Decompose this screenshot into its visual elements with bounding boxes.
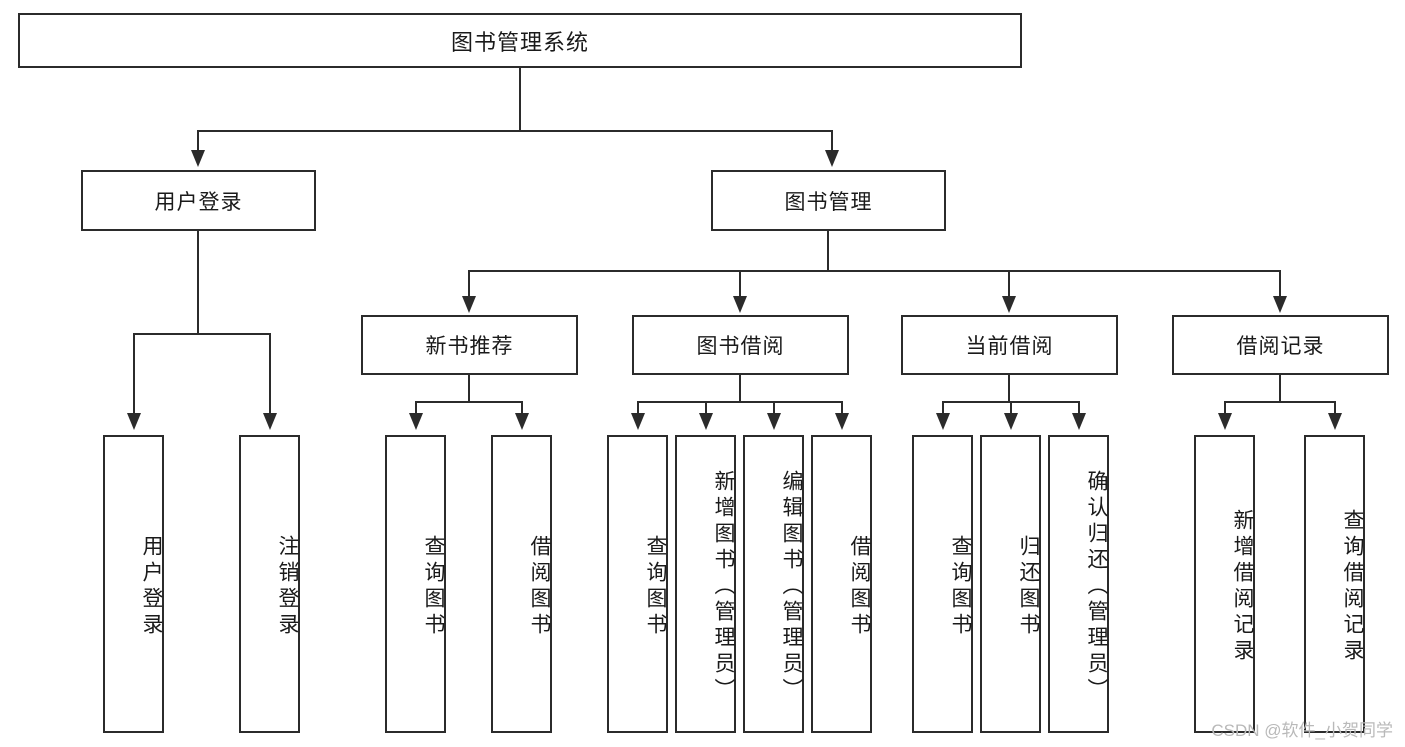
arrowhead-book-borrow-leaf-3 [767,413,781,430]
edge-user-login-drop-1 [133,333,135,415]
edge-borrow-record-stem [1279,375,1281,403]
arrowhead-new-book-leaf-1 [409,413,423,430]
edge-root-drop-right [831,130,833,152]
leaf-borrow-record-query[interactable]: 查询借阅记录 [1304,435,1365,733]
arrowhead-book-borrow-leaf-4 [835,413,849,430]
node-borrow-record[interactable]: 借阅记录 [1172,315,1389,375]
arrowhead-to-borrow-record [1273,296,1287,313]
arrowhead-new-book-leaf-2 [515,413,529,430]
leaf-book-borrow-edit[interactable]: 编辑图书（管理员） [743,435,804,733]
leaf-book-borrow-query[interactable]: 查询图书 [607,435,668,733]
edge-current-borrow-drop-1 [942,401,944,415]
leaf-current-borrow-query[interactable]: 查询图书 [912,435,973,733]
edge-book-borrow-stem [739,375,741,403]
edge-user-login-drop-2 [269,333,271,415]
leaf-user-login-logout[interactable]: 注销登录 [239,435,300,733]
leaf-book-borrow-add[interactable]: 新增图书（管理员） [675,435,736,733]
edge-user-login-stem [197,231,199,335]
edge-book-manage-drop-1 [468,270,470,298]
edge-book-borrow-drop-3 [773,401,775,415]
edge-new-book-bar [415,401,523,403]
leaf-new-book-borrow[interactable]: 借阅图书 [491,435,552,733]
edge-book-borrow-drop-2 [705,401,707,415]
arrowhead-to-book-borrow [733,296,747,313]
edge-root-drop-left [197,130,199,152]
arrowhead-current-borrow-leaf-3 [1072,413,1086,430]
edge-current-borrow-stem [1008,375,1010,403]
arrowhead-user-login-leaf-1 [127,413,141,430]
node-user-login[interactable]: 用户登录 [81,170,316,231]
edge-new-book-drop-2 [521,401,523,415]
leaf-user-login-login[interactable]: 用户登录 [103,435,164,733]
edge-user-login-bar [133,333,269,335]
edge-book-manage-drop-2 [739,270,741,298]
arrowhead-current-borrow-leaf-1 [936,413,950,430]
edge-root-bar [197,130,833,132]
edge-new-book-drop-1 [415,401,417,415]
arrowhead-to-new-book-recommend [462,296,476,313]
edge-borrow-record-bar [1224,401,1336,403]
edge-new-book-stem [468,375,470,403]
leaf-new-book-query[interactable]: 查询图书 [385,435,446,733]
arrowhead-borrow-record-leaf-1 [1218,413,1232,430]
node-current-borrow[interactable]: 当前借阅 [901,315,1118,375]
edge-current-borrow-drop-2 [1010,401,1012,415]
arrowhead-book-borrow-leaf-1 [631,413,645,430]
arrowhead-to-book-manage [825,150,839,167]
arrowhead-user-login-leaf-2 [263,413,277,430]
edge-book-borrow-drop-1 [637,401,639,415]
edge-book-manage-drop-3 [1008,270,1010,298]
arrowhead-book-borrow-leaf-2 [699,413,713,430]
edge-book-borrow-bar [637,401,843,403]
leaf-borrow-record-add[interactable]: 新增借阅记录 [1194,435,1255,733]
edge-book-manage-bar [468,270,1280,272]
node-root-system[interactable]: 图书管理系统 [18,13,1022,68]
edge-book-manage-drop-4 [1279,270,1281,298]
leaf-current-borrow-confirm-return[interactable]: 确认归还（管理员） [1048,435,1109,733]
arrowhead-borrow-record-leaf-2 [1328,413,1342,430]
edge-book-manage-stem [827,231,829,272]
arrowhead-current-borrow-leaf-2 [1004,413,1018,430]
node-book-manage[interactable]: 图书管理 [711,170,946,231]
edge-borrow-record-drop-1 [1224,401,1226,415]
node-book-borrow[interactable]: 图书借阅 [632,315,849,375]
leaf-current-borrow-return[interactable]: 归还图书 [980,435,1041,733]
edge-book-borrow-drop-4 [841,401,843,415]
leaf-book-borrow-borrow[interactable]: 借阅图书 [811,435,872,733]
node-new-book-recommend[interactable]: 新书推荐 [361,315,578,375]
edge-borrow-record-drop-2 [1334,401,1336,415]
edge-root-stem [519,68,521,130]
arrowhead-to-user-login [191,150,205,167]
edge-current-borrow-drop-3 [1078,401,1080,415]
arrowhead-to-current-borrow [1002,296,1016,313]
